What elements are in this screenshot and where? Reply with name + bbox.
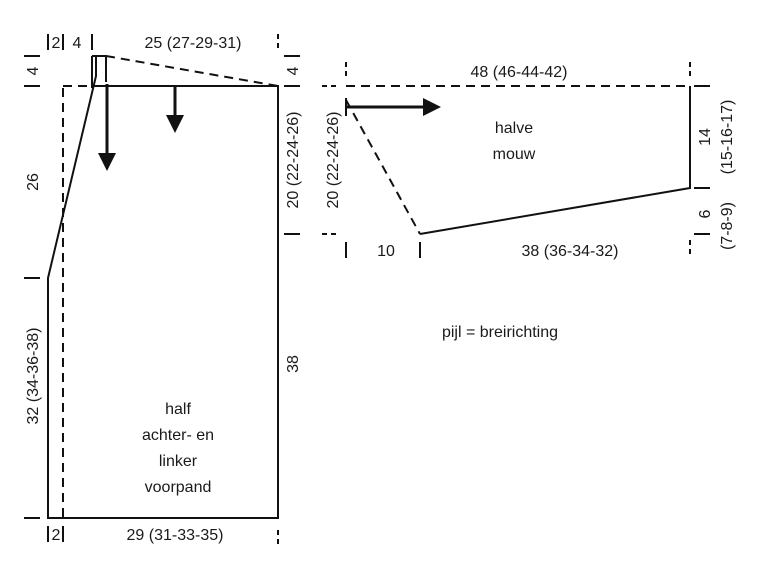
body-shoulder-slope [105, 55, 279, 87]
dim-top-neck-small: 2 [52, 35, 61, 52]
body-title-line: achter- en [142, 427, 214, 444]
dim-sleeve-bottom: 38 (36-34-32) [522, 243, 619, 260]
dim-top-neck-4: 4 [73, 35, 82, 52]
dim-sleeve-left: 20 (22-24-26) [325, 112, 342, 209]
body-outline [47, 56, 279, 519]
sleeve-piece: 48 (46-44-42) 20 (22-24-26) 14 (15-16-17… [322, 62, 736, 260]
dim-sleeve-top: 48 (46-44-42) [471, 64, 568, 81]
legend-text: pijl = breirichting [442, 324, 558, 341]
dim-right-armhole: 20 (22-24-26) [285, 112, 302, 209]
body-neck-tab [92, 55, 107, 82]
dim-left-lower: 32 (34-36-38) [25, 328, 42, 425]
body-piece: 2 4 25 (27-29-31) 4 4 26 20 (22-24-26) 3… [24, 34, 302, 548]
dim-sleeve-bottom-small: 10 [377, 243, 395, 260]
body-title-line: voorpand [145, 479, 212, 496]
sleeve-left-dash [345, 99, 421, 235]
dim-bottom-width: 29 (31-33-35) [127, 527, 224, 544]
dim-left-shoulder-4: 4 [25, 66, 42, 75]
dim-right-shoulder-4: 4 [285, 66, 302, 75]
body-title-line: half [165, 401, 191, 418]
dim-bottom-small: 2 [52, 527, 61, 544]
sleeve-title-line: halve [495, 120, 533, 137]
body-title-line: linker [159, 453, 198, 470]
dim-sleeve-right-lower: 6 [697, 209, 714, 218]
dim-sleeve-right-upper-sizes: (15-16-17) [719, 100, 736, 175]
dim-top-width: 25 (27-29-31) [145, 35, 242, 52]
dim-sleeve-right-upper: 14 [697, 128, 714, 146]
sleeve-outline [419, 86, 691, 235]
dim-left-armhole: 26 [25, 173, 42, 191]
dim-sleeve-right-lower-sizes: (7-8-9) [719, 202, 736, 250]
sleeve-title-line: mouw [493, 146, 536, 163]
dim-right-lower: 38 [285, 355, 302, 373]
